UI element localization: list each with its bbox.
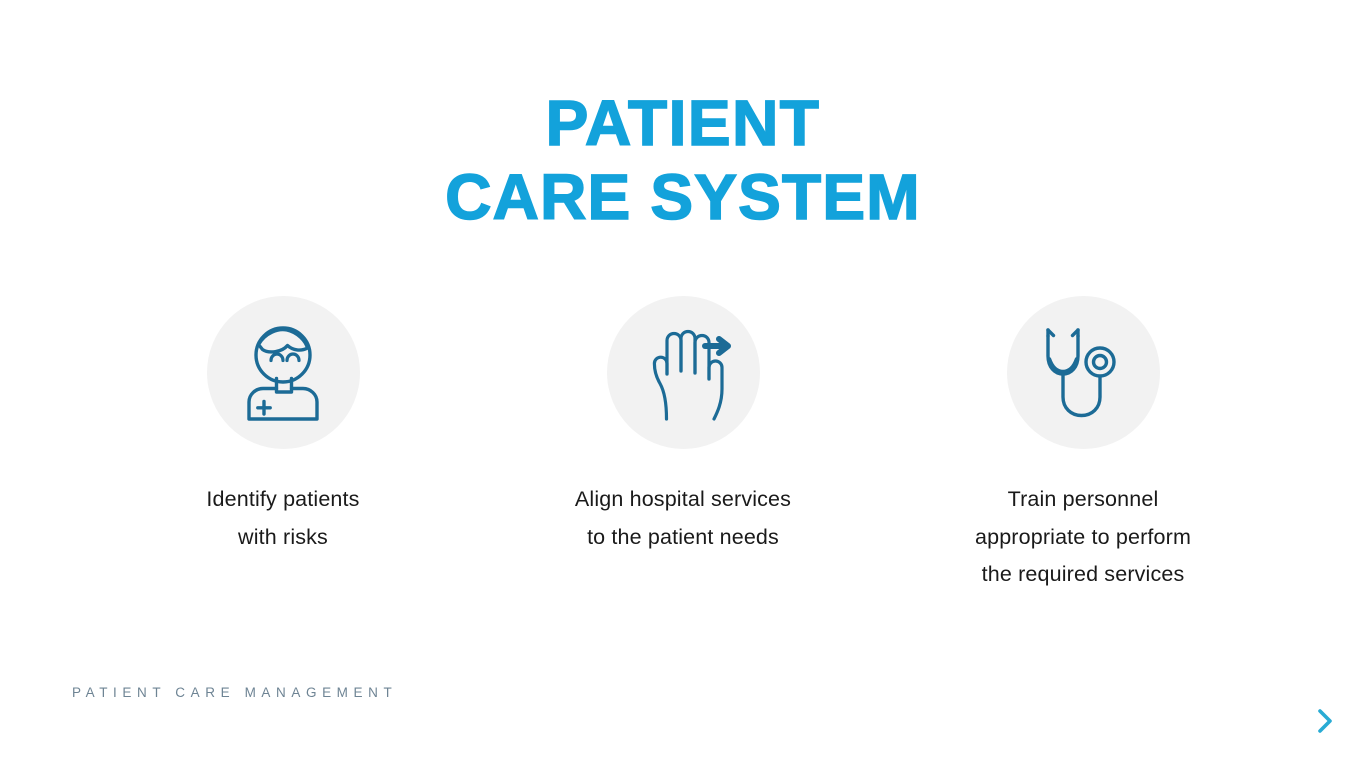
feature-caption-3: Train personnel appropriate to perform t…	[913, 481, 1253, 594]
icon-badge-2	[606, 296, 760, 449]
chevron-right-icon[interactable]	[1315, 707, 1335, 740]
next-slide-button[interactable]	[1306, 704, 1344, 742]
icon-badge-1	[206, 296, 360, 449]
footer-section-label: PATIENT CARE MANAGEMENT	[72, 685, 398, 700]
caption-line: appropriate to perform	[974, 524, 1192, 549]
title-line-2: CARE SYSTEM	[444, 160, 921, 234]
feature-caption-1: Identify patients with risks	[113, 481, 453, 556]
title-line-1: PATIENT	[545, 86, 821, 160]
page-title: PATIENT CARE SYSTEM	[0, 86, 1366, 234]
feature-caption-2: Align hospital services to the patient n…	[513, 481, 853, 556]
feature-column-identify-patients: Identify patients with risks	[83, 296, 483, 556]
caption-line: with risks	[238, 524, 328, 549]
swipe-right-hand-gesture-icon	[635, 323, 731, 423]
doctor-patient-icon	[235, 322, 331, 424]
icon-badge-3	[1006, 296, 1160, 449]
caption-line: Identify patients	[206, 487, 360, 511]
feature-columns: Identify patients with risks	[0, 296, 1366, 594]
stethoscope-icon	[1037, 323, 1129, 423]
caption-line: the required services	[981, 562, 1185, 586]
feature-column-train-personnel: Train personnel appropriate to perform t…	[883, 296, 1283, 594]
caption-line: to the patient needs	[587, 524, 779, 549]
caption-line: Train personnel	[1007, 487, 1159, 511]
feature-column-align-services: Align hospital services to the patient n…	[483, 296, 883, 556]
caption-line: Align hospital services	[574, 487, 792, 511]
